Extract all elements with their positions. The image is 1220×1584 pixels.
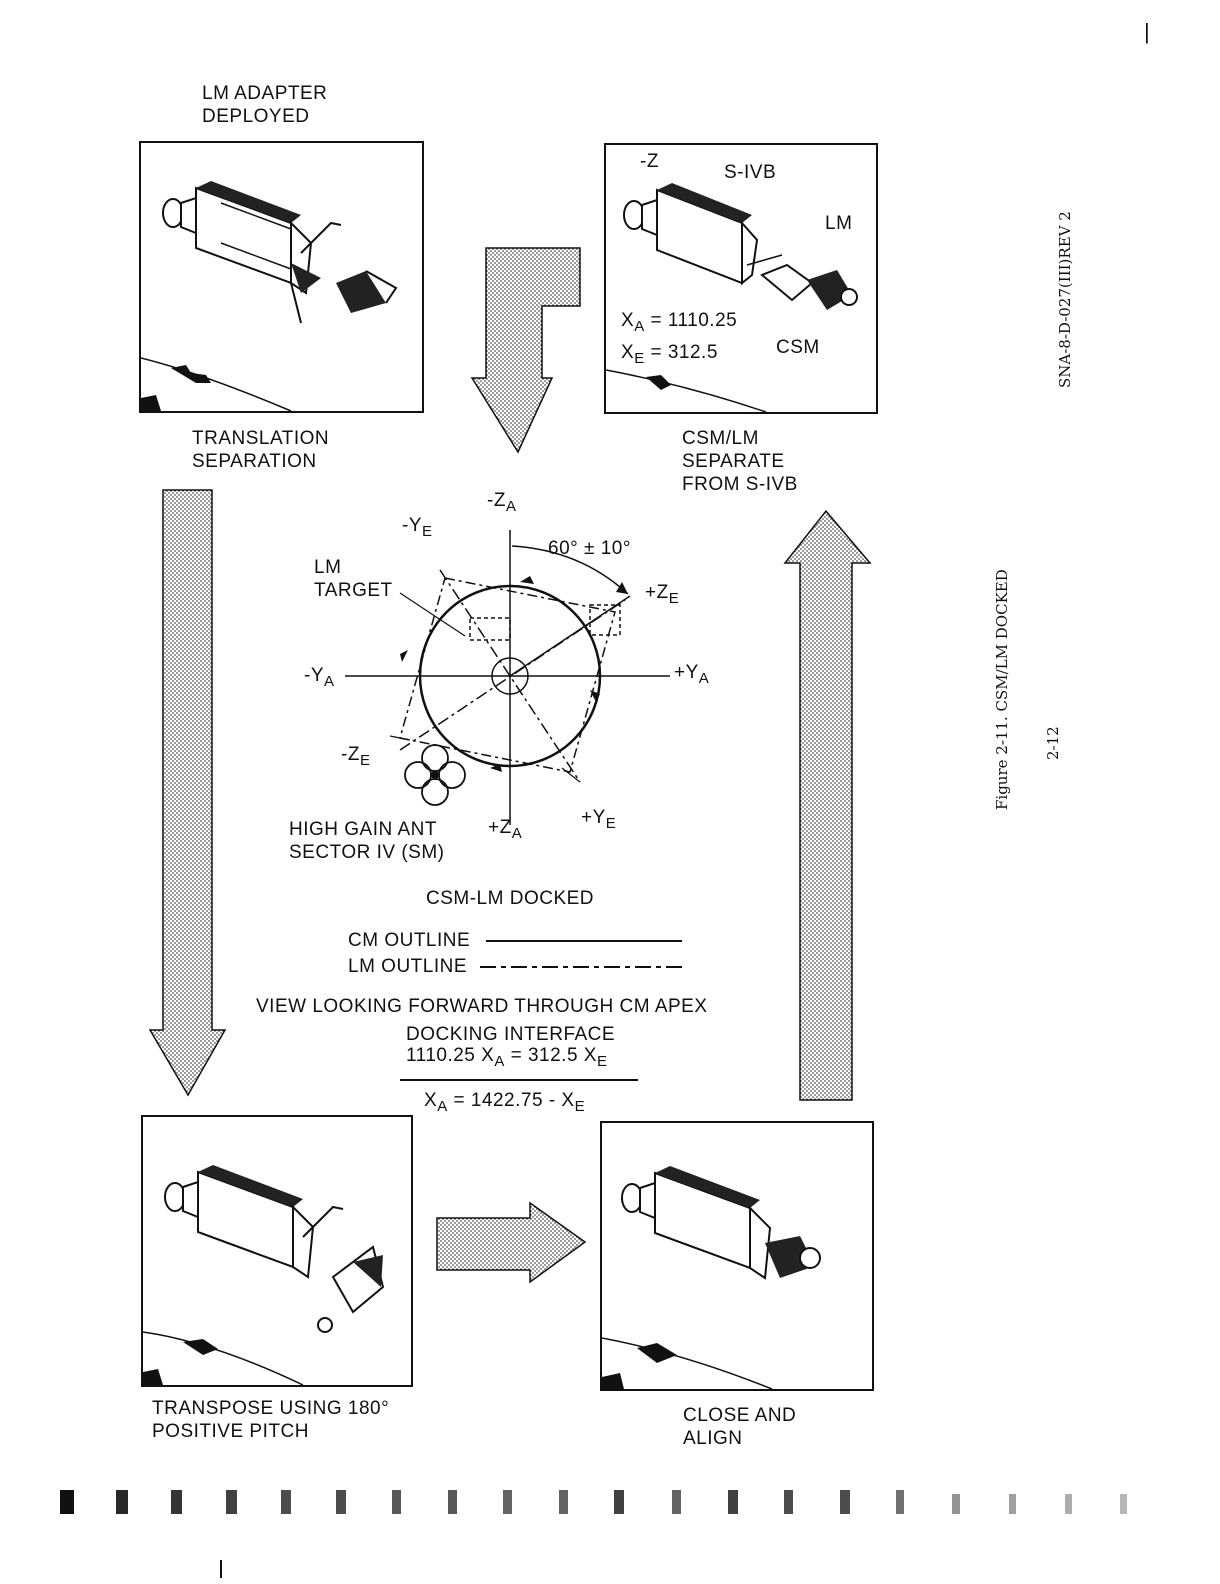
scan-mark [220,1560,222,1578]
view-caption: VIEW LOOKING FORWARD THROUGH CM APEX [256,996,708,1017]
figure-caption: Figure 2-11. CSM/LM DOCKED [993,569,1011,810]
panel-translation-separation [139,141,424,413]
spacecraft-illustration-separate [606,183,858,412]
caption-transpose: TRANSPOSE USING 180° POSITIVE PITCH [152,1398,390,1442]
spacecraft-illustration [141,181,398,411]
axis-plus-za: +ZA [488,817,523,842]
caption-lm-adapter-deployed: LM ADAPTER DEPLOYED [202,83,328,127]
docking-interface-title: DOCKING INTERFACE [406,1024,616,1045]
spacecraft-illustration-align [602,1166,821,1389]
angle-label: 60° ± 10° [548,538,631,559]
docking-equation-2: XA = 1422.75 - XE [424,1090,586,1115]
legend-cm-outline-line [486,940,682,942]
label-lm: LM [825,213,853,234]
docking-diagram [345,530,670,825]
panel-close-and-align [600,1121,874,1391]
label-minus-z: -Z [640,151,659,172]
axis-plus-ze: +ZE [645,582,680,607]
equation-rule [400,1079,638,1081]
label-s-ivb: S-IVB [724,162,777,183]
caption-close-and-align: CLOSE AND ALIGN [683,1405,797,1449]
axis-minus-ye: -YE [402,515,433,540]
equation-xe: XE = 312.5 [621,342,718,367]
label-csm: CSM [776,337,820,358]
axis-minus-za: -ZA [487,490,517,515]
axis-minus-ze: -ZE [341,744,371,769]
diagram-title: CSM-LM DOCKED [426,888,595,909]
scan-edge-marks [60,1490,1127,1514]
legend-lm-outline-label: LM OUTLINE [348,956,468,977]
axis-plus-ya: +YA [674,662,710,687]
arrow-l-down [470,247,581,454]
arrow-up-right [783,509,872,1101]
panel-csm-lm-separate: -Z S-IVB LM XA = 1110.25 CSM XE = 312.5 [604,143,878,414]
label-lm-target: LM TARGET [314,557,393,601]
document-id: SNA-8-D-027(III)REV 2 [1056,211,1074,388]
page-number: 2-12 [1044,726,1062,760]
arrow-down-left [148,489,227,1097]
axis-plus-ye: +YE [581,807,617,832]
spacecraft-illustration-transpose [143,1165,385,1385]
axis-minus-ya: -YA [304,665,335,690]
caption-translation-separation: TRANSLATION SEPARATION [192,428,330,472]
panel-transpose [141,1115,413,1387]
legend-cm-outline-label: CM OUTLINE [348,930,471,951]
legend-lm-outline-line [480,966,686,968]
equation-xa: XA = 1110.25 [621,310,738,335]
arrow-right-bottom [436,1201,587,1284]
caption-csm-lm-separate: CSM/LM SEPARATE FROM S-IVB [682,428,798,495]
docking-equation-1: 1110.25 XA = 312.5 XE [406,1045,608,1070]
corner-mark: | [1144,19,1151,44]
label-high-gain-antenna: HIGH GAIN ANT SECTOR IV (SM) [289,819,445,863]
